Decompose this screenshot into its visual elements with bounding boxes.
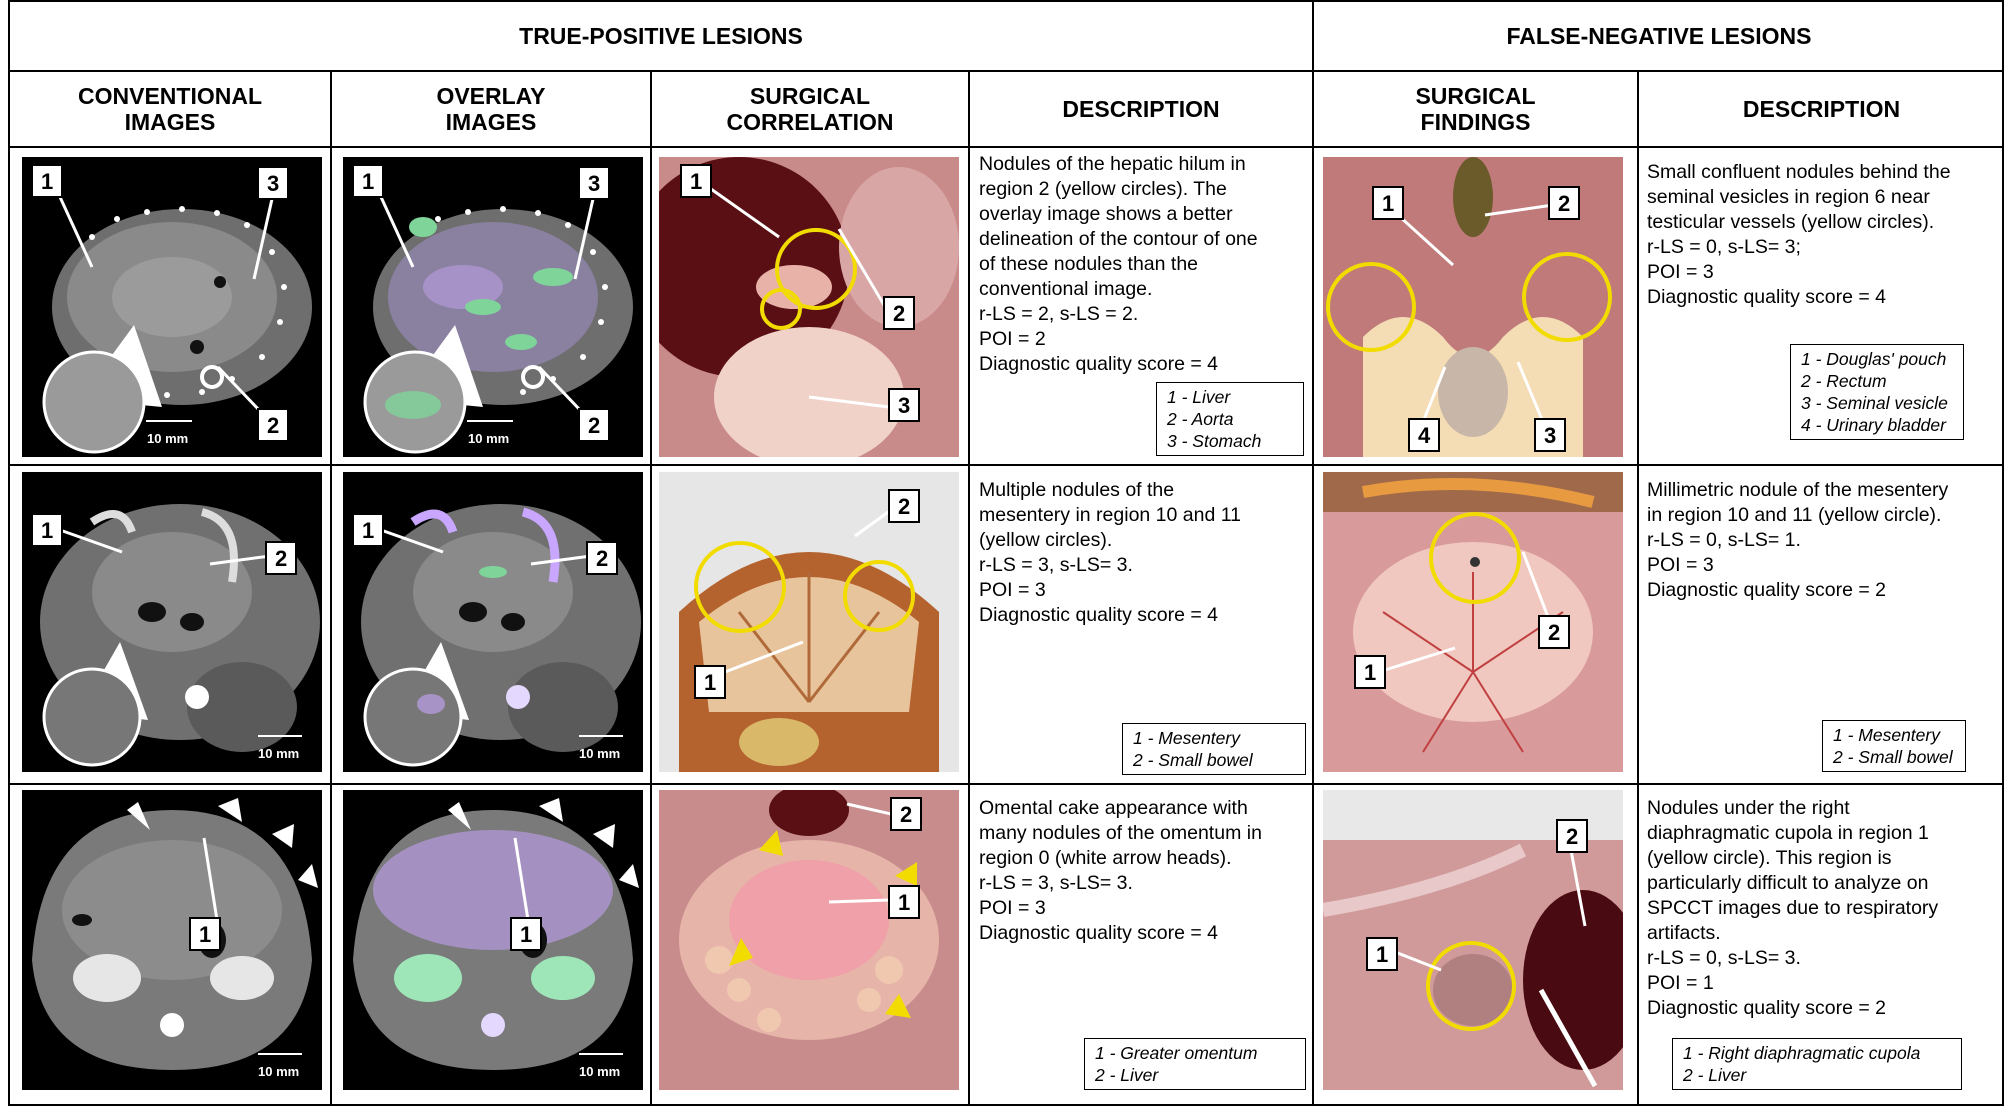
ct-conventional-image-row1: 1 3 2 10 mm — [22, 157, 322, 457]
legend-item: 1 - Mesentery — [1133, 728, 1240, 748]
surgical-photo-row2: 2 1 — [659, 472, 959, 772]
label-marker: 1 — [520, 922, 532, 947]
label-marker: 3 — [1544, 423, 1556, 448]
legend-item: 2 - Liver — [1683, 1065, 1747, 1085]
label-marker: 2 — [893, 301, 905, 326]
label-marker: 1 — [704, 670, 716, 695]
ct-conventional-image-row2: 1 2 10 mm — [22, 472, 322, 772]
legend-item: 1 - Right diaphragmatic cupola — [1683, 1043, 1921, 1063]
label-marker: 2 — [1558, 191, 1570, 216]
divider — [1312, 2, 1314, 1104]
fn-description-row2: Millimetric nodule of the mesentery in r… — [1647, 479, 1949, 601]
label-marker: 2 — [1548, 620, 1560, 645]
surgical-findings-photo-row1: 1 2 3 4 — [1323, 157, 1623, 457]
true-positive-header: TRUE-POSITIVE LESIONS — [519, 23, 803, 49]
surgical-findings-photo-row2: 2 1 — [1323, 472, 1623, 772]
legend-item: 3 - Seminal vesicle — [1801, 393, 1948, 413]
figure-table: TRUE-POSITIVE LESIONS FALSE-NEGATIVE LES… — [8, 0, 2004, 1106]
fn-legend-row2: 1 - Mesentery 2 - Small bowel — [1822, 720, 1966, 772]
overlay-images-header: OVERLAY IMAGES — [436, 83, 546, 135]
legend-item: 2 - Liver — [1095, 1065, 1159, 1085]
label-marker: 1 — [690, 169, 702, 194]
legend-item: 2 - Small bowel — [1833, 747, 1953, 767]
label-marker: 4 — [1418, 423, 1431, 448]
divider — [968, 70, 970, 1104]
legend-item: 4 - Urinary bladder — [1801, 415, 1946, 435]
surgical-photo-row3: 2 1 — [659, 790, 959, 1090]
label-marker: 2 — [1566, 824, 1578, 849]
label-marker: 3 — [898, 393, 910, 418]
conventional-images-header: CONVENTIONAL IMAGES — [78, 83, 262, 135]
label-marker: 1 — [362, 169, 374, 194]
divider — [10, 70, 2002, 72]
label-marker: 2 — [898, 494, 910, 519]
overlay-image-row1: 1 3 2 10 mm — [343, 157, 643, 457]
legend-item: 2 - Rectum — [1801, 371, 1887, 391]
label-marker: 1 — [1364, 660, 1376, 685]
legend-item: 2 - Small bowel — [1133, 750, 1253, 770]
divider — [10, 464, 2002, 466]
label-marker: 1 — [362, 518, 374, 543]
divider — [10, 783, 2002, 785]
label-marker: 2 — [267, 413, 279, 438]
surgical-findings-photo-row3: 2 1 — [1323, 790, 1623, 1090]
label-marker: 1 — [1376, 942, 1388, 967]
label-marker: 2 — [275, 546, 287, 571]
divider — [10, 146, 2002, 148]
fn-description-row3: Nodules under the right diaphragmatic cu… — [1647, 797, 1939, 1019]
tp-description-row3: Omental cake appearance with many nodule… — [979, 797, 1262, 944]
tp-legend-row1: 1 - Liver 2 - Aorta 3 - Stomach — [1156, 382, 1304, 456]
ct-conventional-image-row3: 1 10 mm — [22, 790, 322, 1090]
label-marker: 2 — [900, 802, 912, 827]
legend-item: 1 - Liver — [1167, 387, 1231, 407]
label-marker: 2 — [588, 413, 600, 438]
label-marker: 1 — [898, 890, 910, 915]
tp-legend-row3: 1 - Greater omentum 2 - Liver — [1084, 1038, 1306, 1090]
false-negative-header: FALSE-NEGATIVE LESIONS — [1506, 23, 1812, 49]
tp-legend-row2: 1 - Mesentery 2 - Small bowel — [1122, 723, 1306, 775]
scale-bar-label: 10 mm — [579, 1064, 620, 1079]
label-marker: 1 — [1382, 191, 1394, 216]
label-marker: 1 — [199, 922, 211, 947]
fn-legend-row3: 1 - Right diaphragmatic cupola 2 - Liver — [1672, 1038, 1962, 1090]
label-marker: 2 — [596, 546, 608, 571]
tp-description-row1: Nodules of the hepatic hilum in region 2… — [979, 153, 1258, 375]
overlay-image-row2: 1 2 10 mm — [343, 472, 643, 772]
description-header: DESCRIPTION — [1062, 96, 1220, 122]
label-marker: 3 — [588, 171, 600, 196]
label-marker: 1 — [41, 518, 53, 543]
surgical-correlation-header: SURGICAL CORRELATION — [726, 83, 894, 135]
divider — [330, 70, 332, 1104]
tp-description-row2: Multiple nodules of the mesentery in reg… — [979, 479, 1241, 626]
scale-bar-label: 10 mm — [258, 746, 299, 761]
label-marker: 3 — [267, 171, 279, 196]
scale-bar-label: 10 mm — [579, 746, 620, 761]
divider — [1637, 70, 1639, 1104]
scale-bar-label: 10 mm — [147, 431, 188, 446]
fn-legend-row1: 1 - Douglas' pouch 2 - Rectum 3 - Semina… — [1790, 344, 1964, 440]
surgical-photo-row1: 1 2 3 — [659, 157, 959, 457]
legend-item: 2 - Aorta — [1167, 409, 1234, 429]
overlay-image-row3: 1 10 mm — [343, 790, 643, 1090]
legend-item: 1 - Douglas' pouch — [1801, 349, 1947, 369]
fn-description-row1: Small confluent nodules behind the semin… — [1647, 161, 1951, 308]
legend-item: 3 - Stomach — [1167, 431, 1262, 451]
scale-bar-label: 10 mm — [258, 1064, 299, 1079]
scale-bar-label: 10 mm — [468, 431, 509, 446]
description2-header: DESCRIPTION — [1742, 96, 1901, 122]
divider — [650, 70, 652, 1104]
label-marker: 1 — [41, 169, 53, 194]
legend-item: 1 - Greater omentum — [1095, 1043, 1258, 1063]
surgical-findings-header: SURGICAL FINDINGS — [1415, 83, 1536, 135]
legend-item: 1 - Mesentery — [1833, 725, 1940, 745]
